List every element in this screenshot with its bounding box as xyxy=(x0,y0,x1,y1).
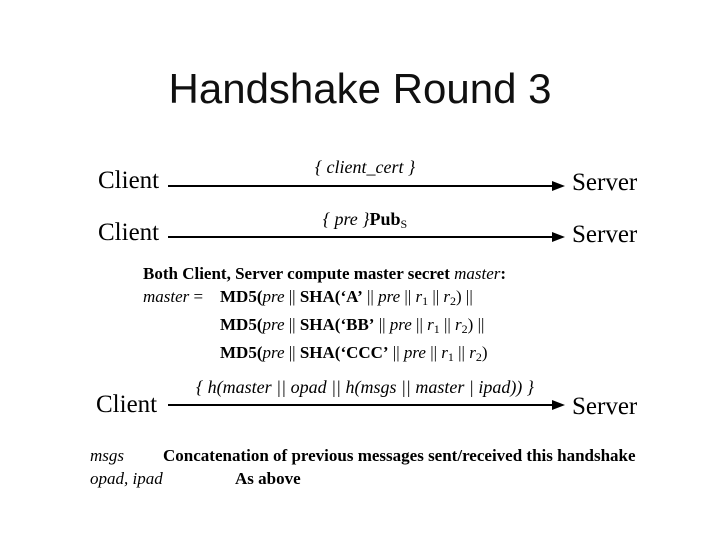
arrow-head-icon xyxy=(552,232,565,242)
client-label: Client xyxy=(96,391,158,418)
compute-formula: MD5(pre || SHA(‘A’ || pre || r1 || r2) |… xyxy=(220,287,473,308)
client-label: Client xyxy=(98,167,160,194)
arrow-line xyxy=(168,185,554,187)
arrow-line xyxy=(168,404,554,406)
message-label: { pre }PubS xyxy=(322,209,408,231)
client-label: Client xyxy=(98,219,160,246)
compute-line-2: MD5(pre || SHA(‘BB’ || pre || r1 || r2) … xyxy=(220,315,485,336)
server-label: Server xyxy=(572,169,638,196)
legend-desc: Concatenation of previous messages sent/… xyxy=(163,446,636,465)
arrow-head-icon xyxy=(552,400,565,410)
server-label: Server xyxy=(572,221,638,248)
compute-line-1: master = MD5(pre || SHA(‘A’ || pre || r1 … xyxy=(143,285,506,313)
server-label: Server xyxy=(572,393,638,420)
compute-block: Both Client, Server compute master secre… xyxy=(143,262,506,369)
legend-term: opad, ipad xyxy=(90,469,163,488)
compute-heading: Both Client, Server compute master secre… xyxy=(143,264,507,283)
legend-desc: As above xyxy=(235,469,301,488)
message-label: { client_cert } xyxy=(314,157,416,177)
legend-term: msgs xyxy=(90,446,125,465)
arrow-head-icon xyxy=(552,181,565,191)
compute-prefix: master = xyxy=(143,287,204,306)
message-label: { h(master || opad || h(msgs || master |… xyxy=(195,377,535,397)
arrow-line xyxy=(168,236,554,238)
compute-line-3: MD5(pre || SHA(‘CCC’ || pre || r1 || r2) xyxy=(220,343,488,364)
slide-title: Handshake Round 3 xyxy=(168,65,552,112)
